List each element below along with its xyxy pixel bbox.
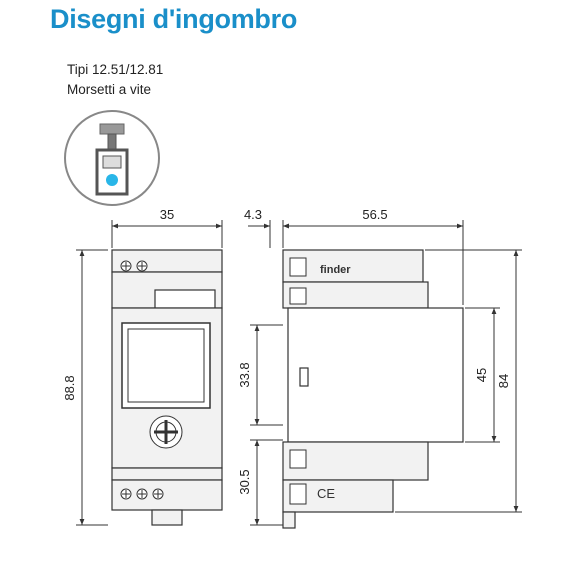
window-height-dim: 45: [474, 368, 489, 382]
front-knob-icon: [149, 415, 183, 449]
screw-terminal-icon: [64, 110, 160, 206]
front-view: [111, 249, 223, 526]
ce-mark: CE: [317, 486, 335, 501]
front-width-dim: 35: [160, 207, 174, 222]
front-terminals-bottom: [120, 488, 164, 500]
side-height-dim: 84: [496, 374, 511, 388]
type-label: Tipi 12.51/12.81: [67, 62, 164, 77]
terminal-type-label: Morsetti a vite: [67, 82, 152, 97]
side-view: [282, 249, 464, 529]
lower-height-dim: 30.5: [237, 469, 252, 494]
brand-logo: finder: [320, 264, 351, 276]
side-terminals: [289, 257, 307, 505]
side-offset-dim: 4.3: [244, 207, 262, 222]
front-terminals-top: [120, 260, 148, 272]
front-height-dim: 88.8: [62, 375, 77, 400]
side-depth-dim: 56.5: [362, 207, 387, 222]
upper-height-dim: 33.8: [237, 362, 252, 387]
page-title: Disegni d'ingombro: [50, 4, 298, 34]
terminal-dot-icon: [106, 174, 118, 186]
